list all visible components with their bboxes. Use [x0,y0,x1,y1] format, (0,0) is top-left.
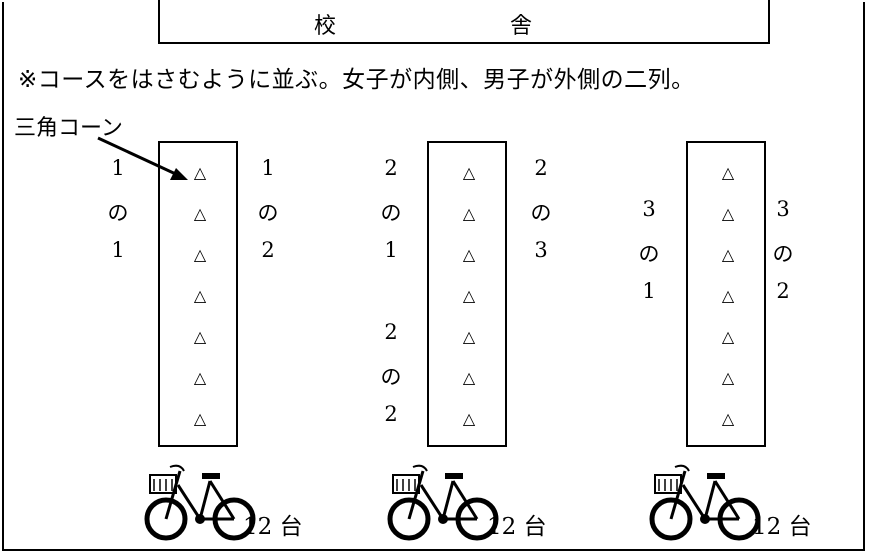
class-label-right: の [530,201,552,225]
building-label-char-2: 舎 [510,14,533,39]
class-label-left: 1 [384,238,398,262]
cone-icon: △ [193,286,207,305]
class-label-right: 1 [261,156,275,180]
class-label-left: の [107,201,129,225]
cone-icon: △ [721,204,735,223]
cone-icon: △ [462,245,476,264]
class-label-left: の [380,365,402,389]
school-building-box: 校 舎 [158,0,770,44]
cone-icon: △ [193,245,207,264]
class-label-left: 1 [642,279,656,303]
cone-icon: △ [462,163,476,182]
class-label-left: 2 [384,156,398,180]
cone-label: 三角コーン [14,116,123,141]
class-label-left: 2 [384,320,398,344]
class-label-right: 2 [261,238,275,262]
cone-icon: △ [193,327,207,346]
bike-count: 12 台 [752,514,812,540]
class-label-right: 3 [534,238,548,262]
class-label-right: 2 [776,279,790,303]
class-label-right: の [257,201,279,225]
cone-icon: △ [193,204,207,223]
cone-icon: △ [193,163,207,182]
bicycle-icon [387,464,499,541]
instruction-text: ※コースをはさむように並ぶ。女子が内側、男子が外側の二列。 [18,67,695,93]
cone-icon: △ [721,327,735,346]
class-label-right: 2 [534,156,548,180]
cone-icon: △ [193,368,207,387]
cone-icon: △ [721,368,735,387]
bike-count: 12 台 [243,514,303,540]
class-label-left: 1 [111,156,125,180]
class-label-left: の [380,201,402,225]
cone-icon: △ [462,368,476,387]
class-label-left: の [638,242,660,266]
class-label-left: 1 [111,238,125,262]
bicycle-icon [144,464,256,541]
cone-icon: △ [462,327,476,346]
class-label-right: 3 [776,197,790,221]
bicycle-icon [649,464,761,541]
course-1: △ △ △ △ △ △ △ [158,141,238,447]
cone-icon: △ [462,204,476,223]
cone-icon: △ [721,286,735,305]
cone-icon: △ [721,245,735,264]
class-label-right: の [772,242,794,266]
bike-count: 12 台 [487,514,547,540]
building-label-char-1: 校 [314,14,337,39]
cone-icon: △ [462,286,476,305]
cone-icon: △ [462,409,476,428]
course-2: △ △ △ △ △ △ △ [427,141,507,447]
course-3: △ △ △ △ △ △ △ [686,141,766,447]
class-label-left: 3 [642,197,656,221]
cone-icon: △ [193,409,207,428]
cone-icon: △ [721,163,735,182]
class-label-left: 2 [384,402,398,426]
cone-icon: △ [721,409,735,428]
